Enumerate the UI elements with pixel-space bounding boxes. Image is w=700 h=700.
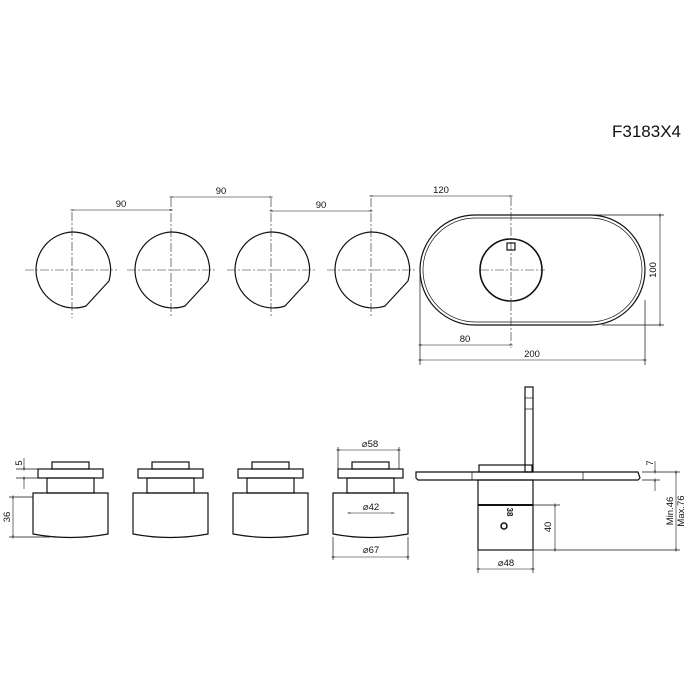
knob-top-1 bbox=[25, 212, 117, 318]
dim-cartridge-height: 40 bbox=[543, 522, 554, 533]
dim-depth-min: Min.46 bbox=[665, 497, 676, 526]
top-view: 90 90 90 120 100 80 200 bbox=[25, 185, 664, 365]
dim-knob-height: 36 bbox=[2, 512, 13, 523]
side-view: 5 36 ⌀58 ⌀42 ⌀67 38 7 40 Min. bbox=[2, 386, 687, 573]
knob-side-1 bbox=[32, 461, 109, 539]
dim-spacing-4: 120 bbox=[433, 185, 449, 196]
valve-body-side: 38 bbox=[415, 386, 641, 551]
knob-top-4 bbox=[327, 198, 417, 318]
knob-side-2 bbox=[132, 461, 209, 539]
dim-plate-thickness: 7 bbox=[645, 460, 656, 465]
cover-plate-top bbox=[419, 197, 646, 348]
dim-flange-height: 5 bbox=[14, 460, 25, 465]
dim-depth-max: Max.76 bbox=[676, 495, 687, 526]
dim-knob-offset: 80 bbox=[460, 334, 471, 345]
dim-plate-width: 200 bbox=[524, 349, 540, 360]
product-code: F3183X4 bbox=[612, 122, 681, 141]
cartridge-marking: 38 bbox=[505, 508, 514, 517]
knob-side-3 bbox=[232, 461, 309, 539]
knob-top-3 bbox=[227, 198, 317, 318]
dim-spacing-3: 90 bbox=[316, 200, 327, 211]
dim-spacing-2: 90 bbox=[216, 186, 227, 197]
dim-flange-diameter: ⌀58 bbox=[362, 439, 378, 450]
dim-knob-diameter: ⌀67 bbox=[363, 545, 379, 556]
dim-cartridge-diameter: ⌀48 bbox=[498, 558, 514, 569]
knob-top-2 bbox=[127, 198, 217, 318]
knob-side-4 bbox=[332, 461, 409, 539]
dim-spacing-1: 90 bbox=[116, 199, 127, 210]
dim-neck-diameter: ⌀42 bbox=[363, 502, 379, 513]
dim-plate-height: 100 bbox=[648, 262, 659, 278]
